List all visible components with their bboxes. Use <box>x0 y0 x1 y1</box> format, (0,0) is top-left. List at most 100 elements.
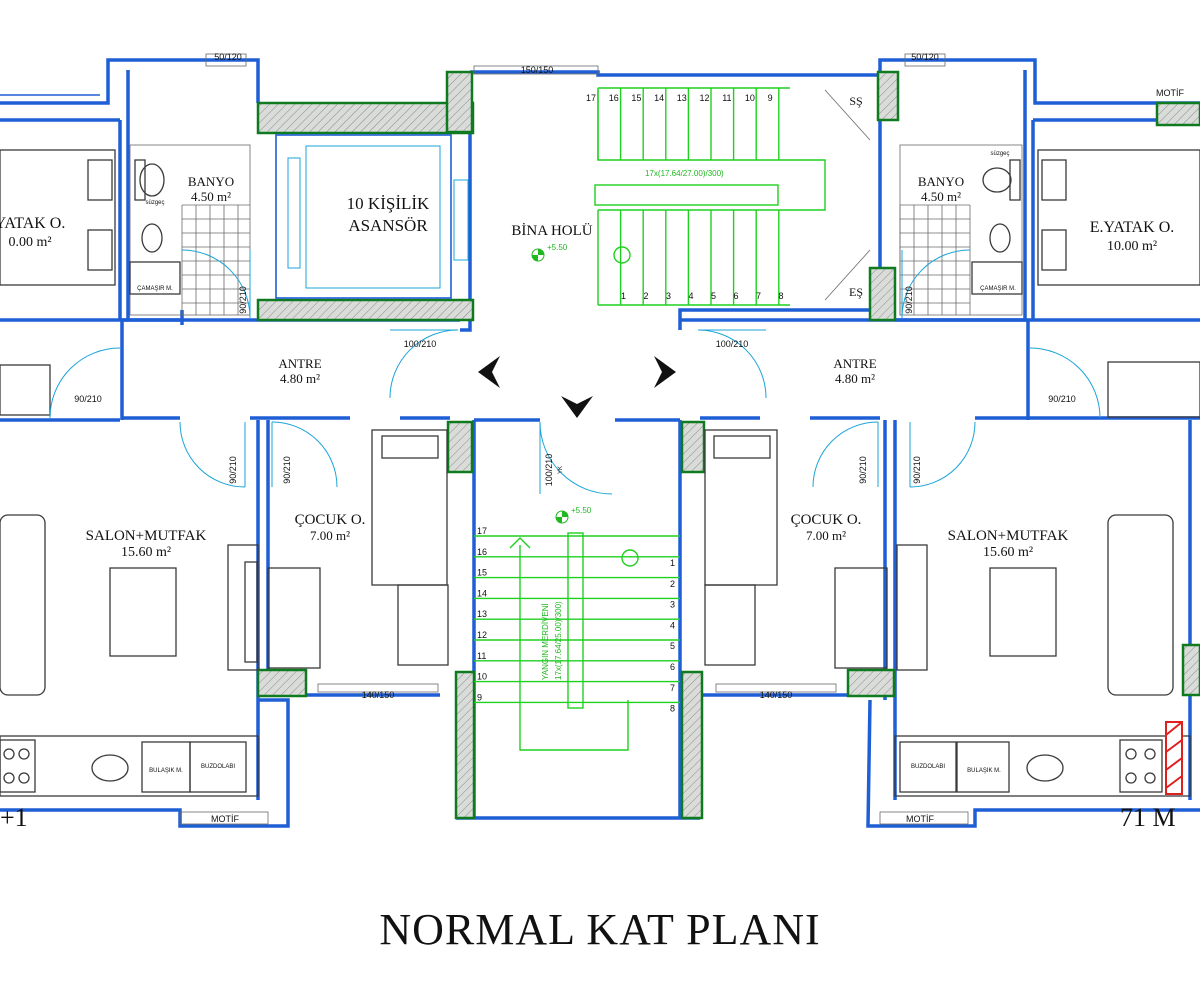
left-motif-label: MOTİF <box>211 814 239 824</box>
main-stair-label: 17x(17.64/27.00)/300) <box>645 169 724 178</box>
left-bedroom: YATAK O. 0.00 m² 90/210 <box>0 149 121 419</box>
level-lower-label: +5.50 <box>571 506 592 515</box>
left-bedroom-area: 0.00 m² <box>8 235 51 250</box>
right-bedroom-label: E.YATAK O. <box>1090 219 1175 236</box>
left-unit: 50/120 ÇAMAŞIR M. süzgeç BANYO 4.50 m² 9… <box>0 52 459 832</box>
left-entry-area: 4.80 m² <box>280 371 320 386</box>
right-dishwasher-label: BULAŞIK M. <box>967 768 1001 774</box>
right-bathroom: ÇAMAŞIR M. süzgeç BANYO 4.50 m² 90/210 <box>899 144 1023 319</box>
fire-door-label: 100/210 <box>544 454 554 487</box>
stair-step-number: 12 <box>700 93 710 103</box>
left-child-window-label: 140/150 <box>362 690 395 700</box>
fire-stair-label-2: 17x(17.64/25.00)/300) <box>554 601 563 680</box>
right-bedroom-area: 10.00 m² <box>1107 239 1157 254</box>
stair-step-number: 3 <box>670 600 675 610</box>
stair-step-number: 5 <box>670 641 675 651</box>
stair-step-number: 14 <box>477 588 487 598</box>
left-child-room: 90/210 ÇOCUK O. 7.00 m² 140/150 <box>267 421 449 700</box>
elevator-label-2: ASANSÖR <box>348 216 428 235</box>
right-bottom-partial-label: 71 M <box>1120 803 1176 832</box>
stair-step-number: 11 <box>477 651 486 661</box>
left-child-label: ÇOCUK O. <box>295 512 366 528</box>
left-child-area: 7.00 m² <box>310 528 350 543</box>
right-entry-label: ANTRE <box>833 356 876 371</box>
stair-step-number: 12 <box>477 630 487 640</box>
hall-label: BİNA HOLÜ <box>511 222 592 239</box>
right-fridge-label: BUZDOLABI <box>911 764 945 770</box>
stair-step-number: 8 <box>670 704 675 714</box>
stair-step-number: 9 <box>477 692 482 702</box>
structural-columns <box>256 70 1200 820</box>
left-bedroom-door-label: 90/210 <box>74 394 102 404</box>
right-child-label: ÇOCUK O. <box>791 512 862 528</box>
stair-step-number: 5 <box>711 291 716 301</box>
stair-step-number: 15 <box>631 93 641 103</box>
right-motif-top-label: MOTİF <box>1156 88 1184 98</box>
stair-step-number: 16 <box>477 547 487 557</box>
left-bottom-partial-label: +1 <box>0 803 28 832</box>
level-mark-lower: +5.50 <box>555 506 592 524</box>
elevator-shaft: 10 KİŞİLİK ASANSÖR <box>275 134 469 299</box>
arrow-right-icon <box>654 356 676 388</box>
right-child-door-label: 90/210 <box>858 456 868 484</box>
stair-step-number: 15 <box>477 568 487 578</box>
stair-step-number: 17 <box>477 526 487 536</box>
stair-step-number: 11 <box>722 93 731 103</box>
fire-stair: YANGIN MERDİVENİ 17x(17.64/25.00)/300) 1… <box>474 526 680 751</box>
stair-step-number: 4 <box>689 291 694 301</box>
left-laundry-label: ÇAMAŞIR M. <box>137 286 173 292</box>
window-core-top: 150/150 <box>473 65 599 75</box>
left-bathroom: ÇAMAŞIR M. süzgeç BANYO 4.50 m² 90/210 <box>129 144 251 319</box>
stair-step-number: 13 <box>477 609 487 619</box>
right-living-area: 15.60 m² <box>983 545 1033 560</box>
left-living-area: 15.60 m² <box>121 545 171 560</box>
left-living-label: SALON+MUTFAK <box>86 528 207 544</box>
fire-door: 100/210 YK <box>539 421 613 495</box>
right-child-area: 7.00 m² <box>806 528 846 543</box>
stair-step-number: 3 <box>666 291 671 301</box>
left-fridge-label: BUZDOLABI <box>201 764 235 770</box>
right-child-window-label: 140/150 <box>760 690 793 700</box>
left-living-door-label: 90/210 <box>228 456 238 484</box>
plan-title: NORMAL KAT PLANI <box>379 905 820 954</box>
right-window-top-label: 50/120 <box>911 52 939 62</box>
stair-step-number: 1 <box>621 291 626 301</box>
right-bath-door-label: 90/210 <box>904 286 914 314</box>
right-bath-label: BANYO <box>918 174 964 189</box>
right-bedroom-door-label: 90/210 <box>1048 394 1076 404</box>
right-child-room: 90/210 ÇOCUK O. 7.00 m² 140/150 <box>704 421 888 700</box>
stair-step-number: 4 <box>670 620 675 630</box>
right-bath-area: 4.50 m² <box>921 189 961 204</box>
right-laundry-label: ÇAMAŞIR M. <box>980 286 1016 292</box>
stair-step-number: 17 <box>586 93 596 103</box>
stair-up-label: SŞ <box>849 94 862 108</box>
fire-door-note: YK <box>558 466 564 474</box>
stair-step-number: 13 <box>677 93 687 103</box>
right-motif-label: MOTİF <box>906 814 934 824</box>
elevator-label-1: 10 KİŞİLİK <box>347 194 430 213</box>
right-entry-door-label: 100/210 <box>716 339 749 349</box>
left-living: 90/210 SALON+MUTFAK 15.60 m² BULAŞIK M. … <box>0 421 269 825</box>
stair-step-number: 2 <box>670 579 675 589</box>
level-mark-upper: +5.50 <box>531 243 568 262</box>
left-dishwasher-label: BULAŞIK M. <box>149 768 183 774</box>
stair-step-number: 6 <box>734 291 739 301</box>
stair-step-number: 2 <box>644 291 649 301</box>
left-entry-door-label: 100/210 <box>404 339 437 349</box>
right-living-door-label: 90/210 <box>912 456 922 484</box>
left-bath-area: 4.50 m² <box>191 189 231 204</box>
stair-step-number: 14 <box>654 93 664 103</box>
stair-step-number: 7 <box>756 291 761 301</box>
level-upper-label: +5.50 <box>547 243 568 252</box>
left-entry: ANTRE 4.80 m² 100/210 <box>278 329 459 399</box>
left-bath-door-label: 90/210 <box>238 286 248 314</box>
left-bedroom-label: YATAK O. <box>0 215 65 232</box>
right-living: 90/210 SALON+MUTFAK 15.60 m² BULAŞIK M. … <box>879 421 1191 825</box>
right-drain-label: süzgeç <box>990 151 1009 157</box>
left-drain-label: süzgeç <box>145 200 164 206</box>
stair-step-number: 9 <box>768 93 773 103</box>
stair-step-number: 6 <box>670 662 675 672</box>
stair-step-number: 16 <box>609 93 619 103</box>
stair-step-number: 10 <box>745 93 755 103</box>
